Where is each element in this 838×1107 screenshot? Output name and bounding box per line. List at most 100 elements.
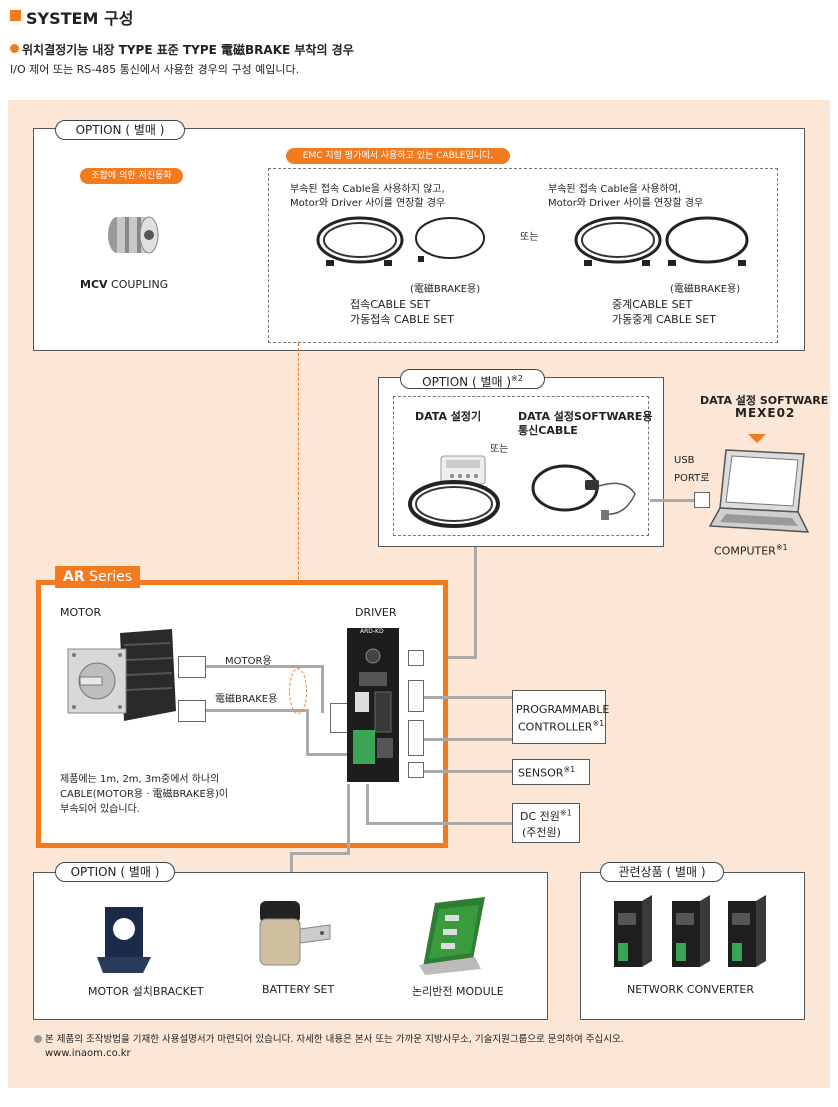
motor-cable-line-1 — [206, 665, 324, 668]
plc-label-2: CONTROLLER※1 — [518, 719, 604, 734]
motor-cable-line-2 — [321, 665, 324, 713]
battery-line-vertical — [347, 784, 350, 854]
option-top-label: OPTION ( 별매 ) — [55, 120, 185, 140]
motor-connector — [178, 656, 206, 678]
sensor-line — [424, 770, 514, 773]
usb-port-label-1: USB — [674, 455, 695, 466]
right-desc-1: 부속된 접속 Cable을 사용하여, — [548, 184, 682, 195]
coupling-tag: 조합에 의한 저진동화 — [80, 168, 183, 184]
computer-label: COMPUTER※1 — [714, 543, 788, 558]
plc-label-1: PROGRAMMABLE — [516, 703, 610, 716]
brake-cable-line-2 — [306, 709, 309, 756]
data-setter-image — [440, 455, 486, 485]
sensor-box — [512, 759, 590, 785]
logic-module-image — [419, 897, 485, 975]
bottom-item-1: MOTOR 설치BRACKET — [88, 985, 204, 998]
or-text-mid: 또는 — [490, 444, 509, 455]
related-item: NETWORK CONVERTER — [627, 983, 754, 996]
motor-cable-label: MOTOR용 — [225, 656, 272, 667]
data-line-vertical — [474, 547, 477, 659]
data-setter-cable-image — [408, 480, 500, 528]
driver-io-port-2 — [408, 720, 424, 756]
brake-connector — [178, 700, 206, 722]
sensor-label-text: SENSOR — [518, 766, 564, 780]
ar-note-2: CABLE(MOTOR용 · 電磁BRAKE용)이 — [60, 789, 229, 800]
plc-box — [512, 690, 606, 744]
left-desc-2: Motor와 Driver 사이를 연장할 경우 — [290, 198, 446, 209]
bottom-item-3: 논리반전 MODULE — [412, 985, 504, 998]
driver-io-port — [408, 680, 424, 712]
driver-label: DRIVER — [355, 606, 397, 619]
computer-label-sup: ※1 — [775, 543, 788, 552]
laptop-image — [708, 449, 810, 533]
dc-line-horizontal — [366, 822, 514, 825]
right-set-1: 중계CABLE SET — [612, 298, 693, 311]
coupling-name: MCV COUPLING — [80, 278, 168, 291]
right-desc-2: Motor와 Driver 사이를 연장할 경우 — [548, 198, 704, 209]
computer-label-text: COMPUTER — [714, 544, 776, 558]
usb-line — [650, 499, 694, 502]
motor-image — [67, 629, 176, 721]
cable-highlight-ellipse — [289, 668, 307, 714]
plc-line-1 — [424, 696, 514, 699]
dc-power-box — [512, 803, 580, 843]
software-cable-label-1: DATA 설정SOFTWARE용 — [518, 410, 653, 423]
left-set-1: 접속CABLE SET — [350, 298, 431, 311]
driver-data-port — [408, 650, 424, 666]
data-line-horizontal — [424, 656, 477, 659]
left-set-2: 가동접속 CABLE SET — [350, 313, 454, 326]
brake-cable-image-left — [415, 217, 485, 262]
ar-series-label-bold: AR — [63, 569, 85, 585]
dc-label-sup: ※1 — [559, 808, 572, 818]
plc-label-sup: ※1 — [592, 719, 605, 728]
sensor-label: SENSOR※1 — [518, 765, 575, 780]
subtitle: 위치결정기능 내장 TYPE 표준 TYPE 電磁BRAKE 부착의 경우 — [22, 43, 354, 57]
left-desc-1: 부속된 접속 Cable을 사용하지 않고, — [290, 184, 445, 195]
brake-cable-line-1 — [206, 709, 306, 712]
cable-set-dashed-box — [268, 168, 778, 343]
dc-line-vertical — [366, 784, 369, 824]
brake-note-right: (電磁BRAKE용) — [670, 284, 741, 295]
network-converter-image — [614, 895, 766, 967]
connection-cable-image — [316, 216, 404, 266]
software-title: DATA 설정 SOFTWARE — [700, 394, 829, 407]
bottom-item-2: BATTERY SET — [262, 983, 335, 996]
driver-model: ARD-KD — [360, 628, 384, 635]
related-label: 관련상품 ( 별매 ) — [600, 862, 724, 882]
coupling-name-text: COUPLING — [111, 278, 169, 291]
plc-label-2-text: CONTROLLER — [518, 720, 593, 734]
page-title: SYSTEM 구성 — [26, 9, 134, 28]
coupling-name-bold: MCV — [80, 278, 108, 291]
option-top-box — [33, 128, 805, 351]
option-bottom-label: OPTION ( 별매 ) — [55, 862, 175, 882]
dc-label-1: DC 전원※1 — [520, 808, 572, 824]
motor-label: MOTOR — [60, 606, 102, 619]
brake-cable-line-3 — [306, 753, 352, 756]
brake-cable-image-right — [665, 216, 749, 266]
dc-label-1-text: DC 전원 — [520, 810, 560, 823]
ar-series-box — [36, 580, 448, 848]
ar-note-1: 제품에는 1m, 2m, 3m중에서 하나의 — [60, 774, 220, 785]
footer-url[interactable]: www.inaom.co.kr — [45, 1048, 131, 1059]
usb-port-label-2: PORT로 — [674, 473, 710, 484]
ar-series-label: AR Series — [55, 566, 141, 588]
option-mid-label-sup: ※2 — [511, 374, 523, 383]
bullet-icon — [10, 44, 19, 53]
header-square-icon — [10, 10, 21, 21]
dc-label-2: (주전원) — [522, 826, 561, 839]
driver-image — [347, 628, 399, 782]
option-mid-dashed-box — [393, 396, 649, 536]
or-text-top: 또는 — [520, 232, 539, 243]
brake-note-left: (電磁BRAKE용) — [410, 284, 481, 295]
cable-connection-dashed-line — [298, 343, 299, 659]
right-set-2: 가동중계 CABLE SET — [612, 313, 716, 326]
battery-set-image — [259, 901, 331, 966]
coupling-image — [108, 216, 159, 254]
option-mid-label: OPTION ( 별매 )※2 — [400, 369, 545, 389]
relay-cable-image — [574, 216, 662, 266]
battery-line-horizontal — [290, 852, 350, 855]
ar-note-3: 부속되어 있습니다. — [60, 804, 140, 815]
option-mid-label-text: OPTION ( 별매 ) — [422, 375, 512, 389]
sensor-label-sup: ※1 — [563, 765, 576, 774]
emc-tag: EMC 지령 평가에서 사용하고 있는 CABLE입니다. — [286, 148, 510, 164]
